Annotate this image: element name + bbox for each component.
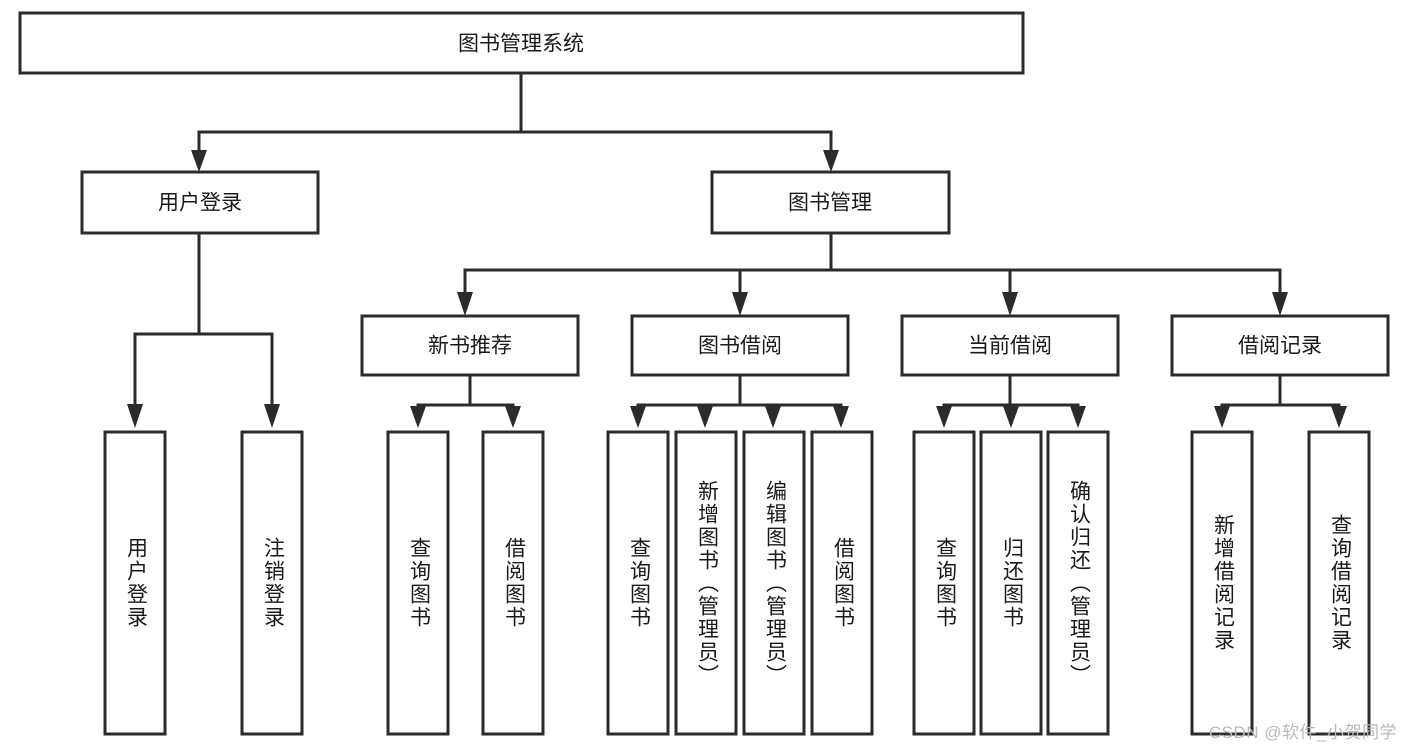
leaf-box-book-borrow-4[interactable]: [810, 430, 874, 736]
arrowhead-new-book: [457, 292, 473, 316]
arrowhead-leaf-currentborrow-3: [1070, 406, 1086, 428]
leaf-box-book-borrow-3[interactable]: [742, 430, 806, 736]
arrowhead-leaf-bookborrow-2: [697, 406, 713, 428]
leaf-box-user-login-2[interactable]: [240, 430, 304, 736]
node-label-current-borrow: 当前借阅: [968, 335, 1052, 358]
arrowhead-book-borrow: [732, 292, 748, 316]
edges-layer: [127, 71, 1347, 428]
arrowhead-leaf-user-login-1: [127, 404, 143, 428]
watermark-label: CSDN @软件_小贺同学: [1208, 723, 1397, 742]
arrowhead-leaf-borrowrecord-1: [1214, 406, 1230, 428]
node-label-root: 图书管理系统: [458, 33, 584, 56]
node-label-user-login: 用户登录: [158, 192, 242, 215]
node-box-root[interactable]: [18, 11, 1025, 75]
arrowhead-current-borrow: [1002, 292, 1018, 316]
arrowhead-leaf-user-login-2: [264, 404, 280, 428]
leaf-box-new-book-1[interactable]: [386, 430, 450, 736]
arrowhead-leaf-currentborrow-1: [936, 406, 952, 428]
leaf-box-book-borrow-1[interactable]: [606, 430, 670, 736]
node-label-borrow-record: 借阅记录: [1238, 335, 1322, 358]
node-box-book-borrow[interactable]: [630, 314, 850, 377]
node-box-borrow-record[interactable]: [1170, 314, 1390, 377]
leaf-box-new-book-2[interactable]: [481, 430, 545, 736]
leaf-box-book-borrow-2[interactable]: [674, 430, 738, 736]
node-box-new-book-recommend[interactable]: [360, 314, 580, 377]
nodes-layer: 图书管理系统 用户登录 图书管理 新书推荐 图书借阅 当前借阅 借阅记录: [18, 11, 1390, 736]
arrowhead-leaf-borrowrecord-2: [1331, 406, 1347, 428]
arrowhead-leaf-newbook-1: [410, 406, 426, 428]
node-box-current-borrow[interactable]: [900, 314, 1120, 377]
node-label-book-management: 图书管理: [788, 192, 872, 215]
node-box-book-management[interactable]: [710, 170, 951, 235]
arrowhead-leaf-newbook-2: [505, 406, 521, 428]
leaf-box-borrow-record-2[interactable]: [1307, 430, 1371, 736]
arrowhead-leaf-bookborrow-4: [833, 406, 849, 428]
node-label-new-book-recommend: 新书推荐: [428, 335, 512, 358]
leaf-box-current-borrow-3[interactable]: [1046, 430, 1110, 736]
leaf-box-borrow-record-1[interactable]: [1190, 430, 1254, 736]
node-box-user-login[interactable]: [80, 170, 320, 235]
leaf-box-current-borrow-2[interactable]: [979, 430, 1043, 736]
arrowhead-borrow-record: [1272, 292, 1288, 316]
arrowhead-leaf-currentborrow-2: [1003, 406, 1019, 428]
arrowhead-book-mgmt: [823, 150, 839, 172]
node-label-book-borrow: 图书借阅: [698, 335, 782, 358]
arrowhead-user-login: [191, 150, 207, 172]
leaf-box-current-borrow-1[interactable]: [912, 430, 976, 736]
arrowhead-leaf-bookborrow-1: [630, 406, 646, 428]
leaf-box-user-login-1[interactable]: [103, 430, 167, 736]
arrowhead-leaf-bookborrow-3: [765, 406, 781, 428]
